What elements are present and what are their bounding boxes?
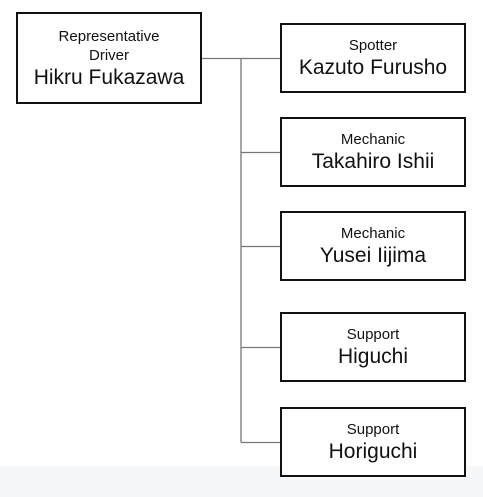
mechanic-role-1: Mechanic [340,131,406,148]
representative-driver-name: Hikru Fukazawa [33,65,185,89]
mechanic-box-2: Mechanic Yusei Iijima [280,211,466,281]
mechanic-role-2: Mechanic [340,225,406,242]
support-box-1: Support Higuchi [280,312,466,382]
spotter-role: Spotter [348,37,398,54]
representative-driver-box: Representative Driver Hikru Fukazawa [16,12,202,104]
support-name-2: Horiguchi [328,440,418,463]
representative-driver-role: Representative Driver [58,27,160,64]
support-box-2: Support Horiguchi [280,407,466,477]
support-role-2: Support [346,421,400,438]
mechanic-name-2: Yusei Iijima [319,244,427,267]
mechanic-name-1: Takahiro Ishii [311,150,435,173]
spotter-name: Kazuto Furusho [298,56,448,79]
mechanic-box-1: Mechanic Takahiro Ishii [280,117,466,187]
support-name-1: Higuchi [337,345,409,368]
support-role-1: Support [346,326,400,343]
spotter-box: Spotter Kazuto Furusho [280,23,466,93]
